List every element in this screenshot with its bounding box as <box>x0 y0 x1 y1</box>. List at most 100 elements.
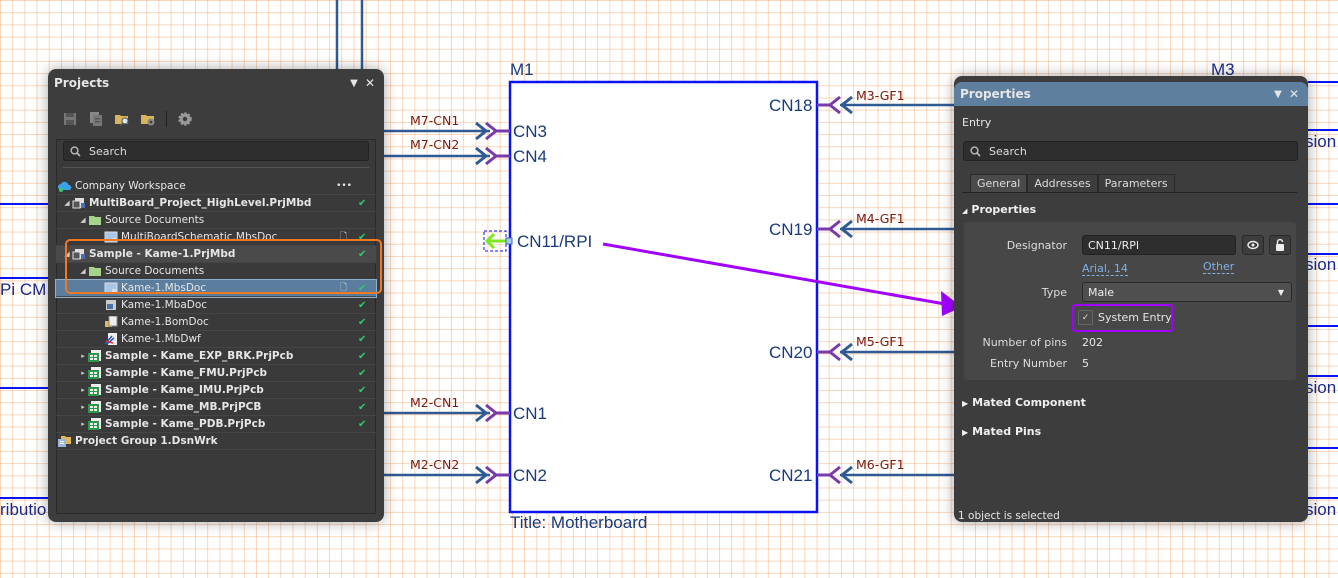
net-label[interactable]: M2-CN1 <box>410 395 460 410</box>
entry-label[interactable]: CN19 <box>769 220 813 239</box>
designator-input[interactable]: CN11/RPI <box>1082 235 1236 255</box>
sheet-symbol-m1 <box>508 80 819 514</box>
section-mated-component[interactable]: ▶Mated Component <box>962 396 1086 409</box>
net-label[interactable]: M4-GF1 <box>856 211 905 226</box>
toolbar-divider <box>166 111 167 127</box>
tree-item[interactable]: ▸ Sample - Kame_IMU.PrjPcb ✔ <box>56 382 376 399</box>
entry-label[interactable]: CN21 <box>769 466 813 485</box>
close-icon[interactable]: ✕ <box>364 76 376 90</box>
entry-label[interactable]: CN3 <box>513 122 548 141</box>
tree-item[interactable]: ◢Source Documents <box>56 263 376 280</box>
search-icon <box>970 145 981 157</box>
collapse-icon[interactable]: ◢ <box>80 267 86 275</box>
tree-item[interactable]: ▸Sample - Kame_EXP_BRK.PrjPcb✔ <box>56 348 376 365</box>
gear-icon[interactable] <box>177 111 193 127</box>
projects-search-input[interactable] <box>63 141 369 161</box>
system-entry-checkbox-row[interactable]: ✓ System Entry <box>1078 310 1172 325</box>
entry-label[interactable]: CN1 <box>513 404 548 423</box>
multiboard-project-icon <box>72 248 86 260</box>
net-label[interactable]: M7-CN1 <box>410 113 460 128</box>
projects-search-field[interactable] <box>87 143 311 159</box>
projects-panel-header[interactable]: Projects ▼ ✕ <box>48 69 384 97</box>
status-ok-icon: ✔ <box>358 384 367 396</box>
visibility-toggle[interactable] <box>1242 235 1264 255</box>
expand-icon[interactable]: ▸ <box>81 386 85 394</box>
system-entry-checkbox[interactable]: ✓ <box>1078 310 1093 325</box>
projects-tree: Company Workspace•••◢MultiBoard_Project_… <box>55 178 377 450</box>
collapse-icon[interactable]: ◢ <box>80 216 86 224</box>
panel-menu-icon[interactable]: ▼ <box>350 77 358 89</box>
tree-item[interactable]: ▸Sample - Kame_FMU.PrjPcb✔ <box>56 365 376 382</box>
sheet-designator-m1: M1 <box>510 60 534 79</box>
expand-icon[interactable]: ▸ <box>81 403 85 411</box>
entry-label[interactable]: CN20 <box>769 343 813 362</box>
properties-search-field[interactable] <box>987 143 1211 159</box>
left-port-cn4 <box>384 146 510 166</box>
entry-label[interactable]: CN4 <box>513 147 548 166</box>
tab-parameters[interactable]: Parameters <box>1097 174 1175 192</box>
folder-settings-icon[interactable] <box>140 111 156 127</box>
draftsman-doc-icon <box>104 333 118 345</box>
folder-icon <box>88 265 102 277</box>
expand-icon[interactable]: ▸ <box>81 369 85 377</box>
tree-item[interactable]: ▸Sample - Kame_PDB.PrjPcb✔ <box>56 416 376 433</box>
tree-item[interactable]: ◢MultiBoard_Project_HighLevel.PrjMbd✔ <box>56 195 376 212</box>
tree-item-label: MultiBoard_Project_HighLevel.PrjMbd <box>89 197 312 209</box>
net-label[interactable]: M5-GF1 <box>856 334 905 349</box>
section-label: Properties <box>971 203 1037 216</box>
pcb-project-icon <box>88 401 102 413</box>
collapse-icon[interactable]: ◢ <box>64 199 70 207</box>
net-label[interactable]: M3-GF1 <box>856 88 905 103</box>
tree-item[interactable]: MultiBoardSchematic.MbsDoc🗋✔ <box>56 229 376 246</box>
net-label[interactable]: M7-CN2 <box>410 137 460 152</box>
expand-icon[interactable]: ▸ <box>81 352 85 360</box>
collapse-icon[interactable]: ◢ <box>64 250 70 258</box>
more-options-icon[interactable]: ••• <box>336 181 352 191</box>
pcb-project-icon <box>88 350 102 362</box>
section-mated-pins[interactable]: ▶Mated Pins <box>962 425 1041 438</box>
tree-item[interactable]: ◢Source Documents <box>56 212 376 229</box>
tree-item[interactable]: Project Group 1.DsnWrk <box>56 433 376 450</box>
pins-label: Number of pins <box>982 336 1067 349</box>
tree-item[interactable]: Kame-1.MbDwf✔ <box>56 331 376 348</box>
right-port-cn18 <box>817 95 955 115</box>
schematic-doc-icon <box>104 282 118 294</box>
tree-item[interactable]: ▸ Sample - Kame_MB.PrjPCB ✔ <box>56 399 376 416</box>
lock-toggle[interactable] <box>1269 235 1291 255</box>
save-icon[interactable] <box>62 111 78 127</box>
tree-item[interactable]: Kame-1.MbsDoc🗋✔ <box>55 279 377 298</box>
tree-item[interactable]: ◢Sample - Kame-1.PrjMbd✔ <box>56 246 376 263</box>
properties-panel-header[interactable]: Properties ▼ ✕ <box>954 82 1308 106</box>
expand-icon[interactable]: ▸ <box>81 420 85 428</box>
search-icon <box>70 145 81 157</box>
sheet-name-fragment: sion <box>1305 500 1337 519</box>
other-link[interactable]: Other <box>1203 260 1235 274</box>
tree-item[interactable]: Company Workspace••• <box>56 178 376 195</box>
status-ok-icon: ✔ <box>358 401 367 413</box>
type-label: Type <box>1041 286 1067 299</box>
tree-item[interactable]: Kame-1.BomDoc✔ <box>56 314 376 331</box>
section-properties[interactable]: ◢Properties <box>962 203 1036 216</box>
font-link[interactable]: Arial, 14 <box>1082 262 1128 276</box>
eye-icon <box>1247 240 1259 250</box>
panel-menu-icon[interactable]: ▼ <box>1274 88 1282 100</box>
entry-label[interactable]: CN2 <box>513 466 548 485</box>
tree-item[interactable]: Kame-1.MbaDoc✔ <box>56 297 376 314</box>
system-entry-label: System Entry <box>1098 311 1172 324</box>
type-dropdown[interactable]: Male ▼ <box>1082 282 1292 302</box>
tab-general[interactable]: General <box>970 174 1028 192</box>
save-all-icon[interactable] <box>88 111 104 127</box>
pcb-project-icon <box>88 367 102 379</box>
find-folder-icon[interactable] <box>114 111 130 127</box>
selected-entry-label[interactable]: CN11/RPI <box>517 232 593 251</box>
tree-item-label: Sample - Kame_MB.PrjPCB <box>105 401 262 413</box>
close-icon[interactable]: ✕ <box>1288 87 1300 101</box>
net-label[interactable]: M6-GF1 <box>856 457 905 472</box>
tab-addresses[interactable]: Addresses <box>1027 174 1098 192</box>
net-label[interactable]: M2-CN2 <box>410 457 460 472</box>
entry-label[interactable]: CN18 <box>769 96 813 115</box>
entry-number-value: 5 <box>1082 357 1089 370</box>
tree-item-label: Sample - Kame_IMU.PrjPcb <box>105 384 264 396</box>
properties-search-input[interactable] <box>963 141 1298 161</box>
